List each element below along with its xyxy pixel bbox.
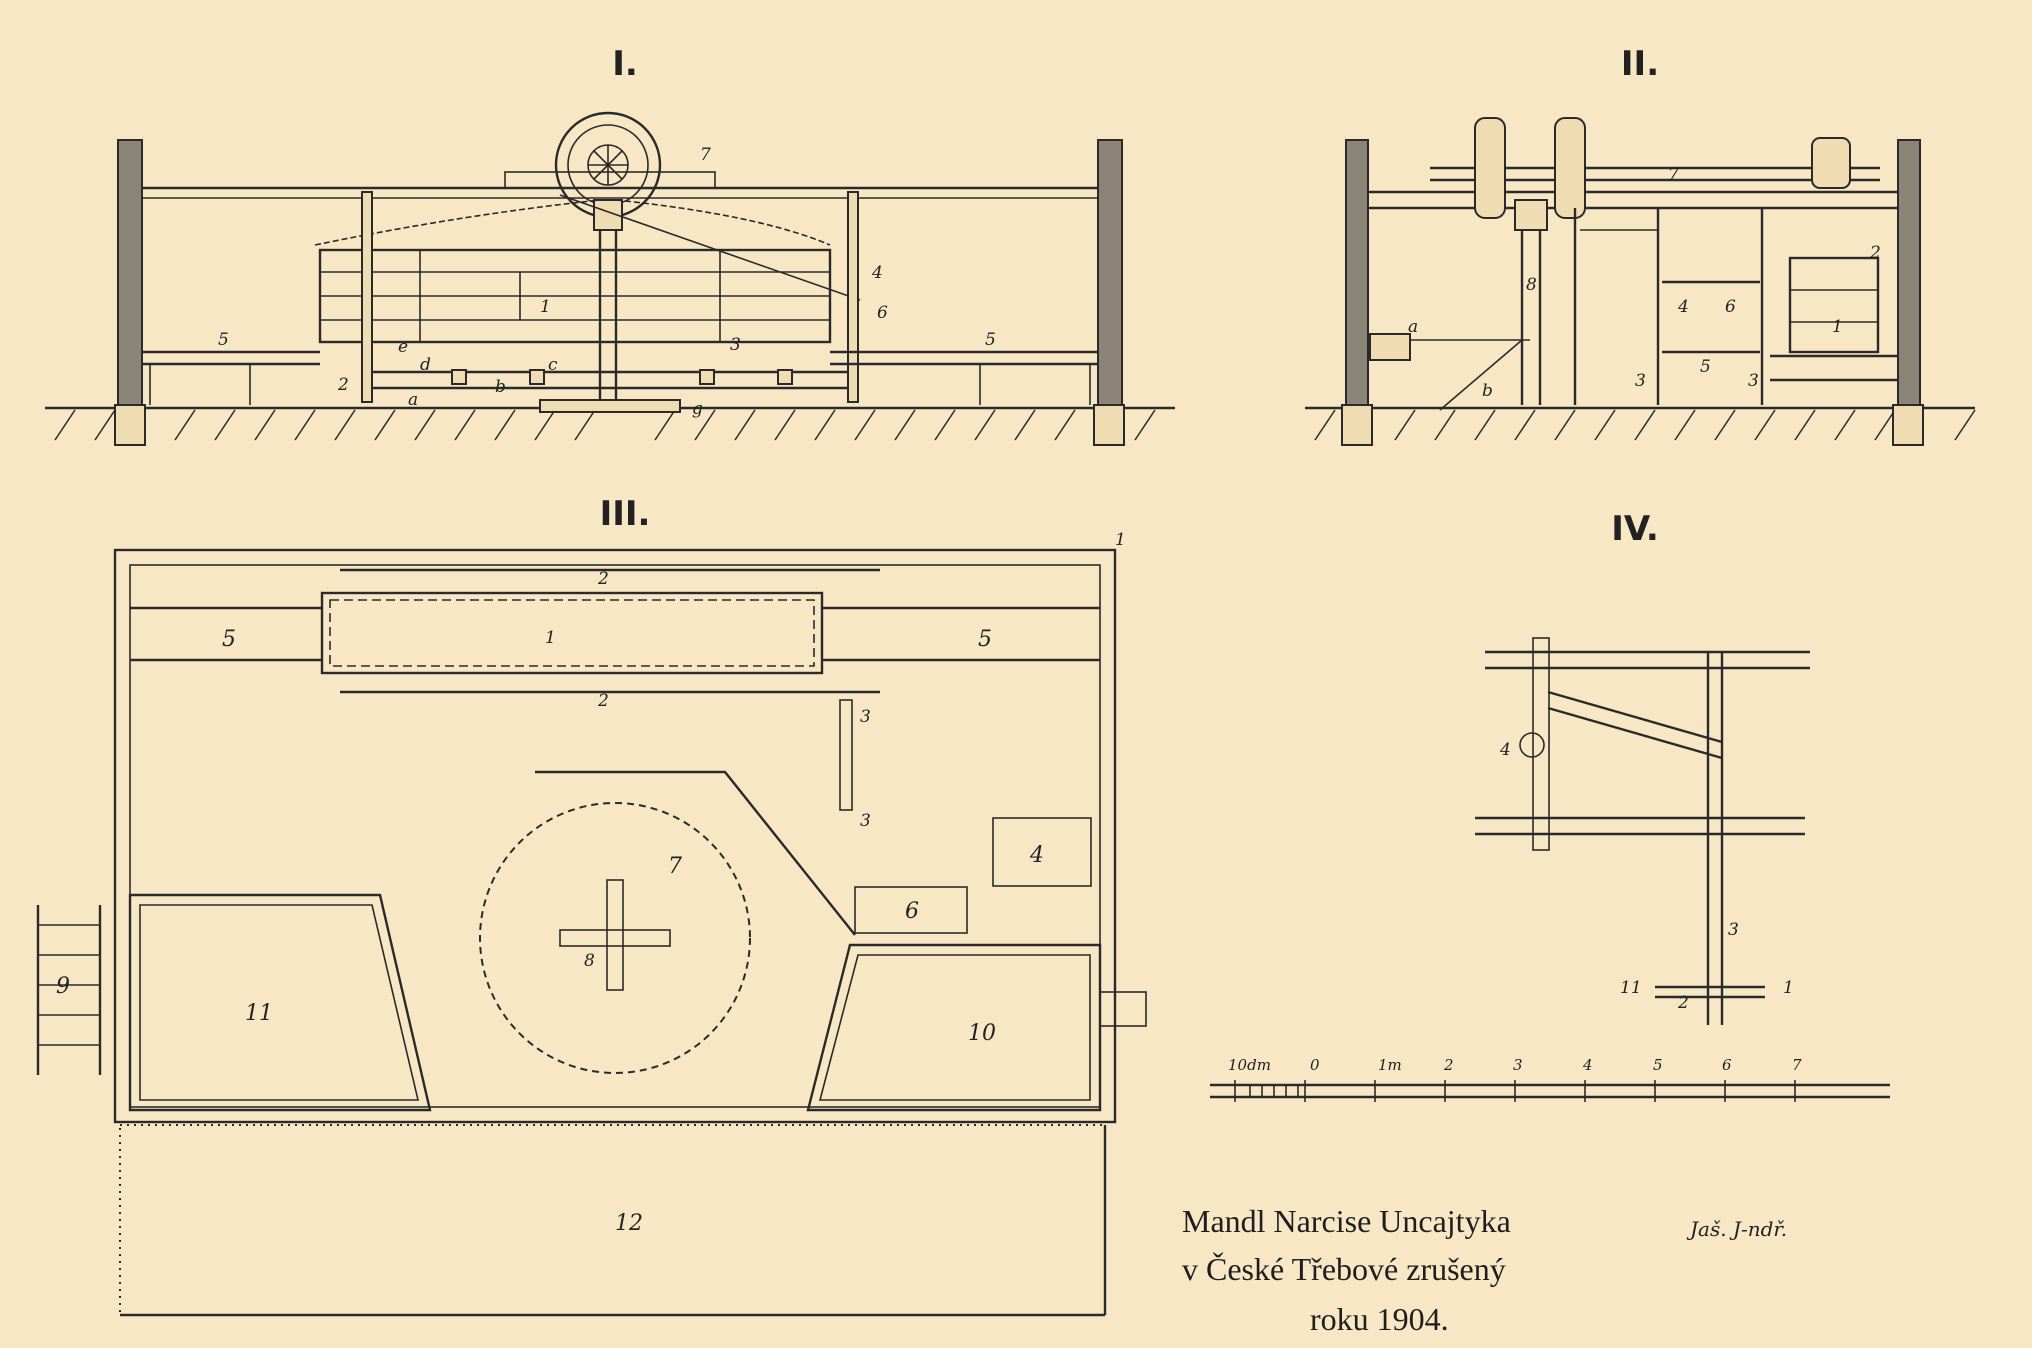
scale-label-1m: 1m <box>1378 1056 1402 1074</box>
ladder-9 <box>36 905 102 1075</box>
view-2-section: II. <box>1305 44 1976 446</box>
stone-box-plan <box>320 591 824 675</box>
svg-text:d: d <box>420 355 431 375</box>
svg-text:10: 10 <box>968 1021 996 1046</box>
view-1-labels: 1 2 3 4 5 5 6 7 a b c d e g <box>218 145 996 419</box>
svg-text:7: 7 <box>1668 165 1679 185</box>
svg-text:a: a <box>1408 317 1418 337</box>
svg-text:5: 5 <box>222 627 236 652</box>
view-2-labels: 1 2 3 3 4 5 6 7 8 a b <box>1408 165 1881 401</box>
horse-track <box>479 802 751 1074</box>
svg-text:11: 11 <box>1620 978 1642 998</box>
svg-text:4: 4 <box>1499 740 1511 760</box>
svg-text:5: 5 <box>1700 357 1711 377</box>
view-2-numeral: II. <box>1621 44 1659 84</box>
caption-line-1: Mandl Narcise Uncajtyka <box>1182 1203 1511 1239</box>
svg-text:3: 3 <box>860 707 871 727</box>
scale-label-10dm: 10dm <box>1228 1056 1271 1074</box>
right-stone-wall <box>1097 139 1123 409</box>
svg-text:5: 5 <box>218 330 229 350</box>
scale-bar: 10dm 0 1m 2 3 4 5 6 7 <box>1210 1056 1890 1102</box>
svg-text:1: 1 <box>540 297 551 317</box>
scale-label-4: 4 <box>1582 1056 1593 1074</box>
svg-text:1: 1 <box>1783 978 1794 998</box>
svg-text:2: 2 <box>597 691 609 711</box>
scale-label-3: 3 <box>1513 1056 1523 1074</box>
outer-wall <box>113 548 1117 1124</box>
view-4-numeral: IV. <box>1611 509 1659 549</box>
svg-text:3: 3 <box>1748 371 1759 391</box>
scale-label-7: 7 <box>1792 1056 1802 1074</box>
svg-text:6: 6 <box>905 899 919 924</box>
svg-text:e: e <box>398 337 408 357</box>
room-11 <box>128 893 432 1112</box>
svg-text:c: c <box>548 355 558 375</box>
view-4-labels: 1 2 3 4 11 <box>1499 740 1794 1013</box>
svg-text:4: 4 <box>1029 843 1044 868</box>
annex-outline <box>119 1124 1106 1316</box>
view-1-section: I. <box>45 44 1175 446</box>
svg-text:5: 5 <box>985 330 996 350</box>
view-1-numeral: I. <box>612 44 638 84</box>
scale-label-6: 6 <box>1722 1056 1732 1074</box>
svg-text:2: 2 <box>337 375 349 395</box>
svg-text:1: 1 <box>545 628 556 648</box>
svg-text:a: a <box>408 390 418 410</box>
caption-line-2: v České Třebové zrušený <box>1182 1251 1506 1287</box>
svg-text:4: 4 <box>1677 297 1689 317</box>
svg-text:1: 1 <box>1115 530 1126 550</box>
svg-text:3: 3 <box>1635 371 1646 391</box>
svg-text:2: 2 <box>1677 993 1689 1013</box>
view-4-detail: IV. 1 2 3 4 11 <box>1475 509 1810 1025</box>
svg-text:3: 3 <box>730 335 741 355</box>
svg-text:11: 11 <box>245 1001 273 1026</box>
svg-text:3: 3 <box>860 811 871 831</box>
caption: Mandl Narcise Uncajtyka v České Třebové … <box>1182 1203 1511 1337</box>
ground-hatching-2 <box>1314 409 1976 441</box>
svg-text:b: b <box>1482 381 1493 401</box>
svg-text:2: 2 <box>1869 243 1881 263</box>
author-signature: Jaš. J-ndř. <box>1686 1217 1787 1241</box>
svg-text:3: 3 <box>1728 920 1739 940</box>
svg-text:1: 1 <box>1832 317 1843 337</box>
svg-text:8: 8 <box>584 951 595 971</box>
view-3-labels: 1 1 2 2 3 3 4 5 5 6 7 8 9 10 11 12 <box>56 530 1126 1236</box>
svg-text:8: 8 <box>1526 275 1537 295</box>
left-stone-wall <box>117 139 143 409</box>
svg-text:7: 7 <box>700 145 711 165</box>
view-3-numeral: III. <box>600 494 651 534</box>
ground-hatching-1 <box>54 409 1156 441</box>
room-10 <box>806 943 1102 1112</box>
svg-text:4: 4 <box>871 263 883 283</box>
scale-label-5: 5 <box>1653 1056 1663 1074</box>
stone-box-end <box>1788 256 1880 354</box>
svg-text:b: b <box>495 377 506 397</box>
scale-label-0: 0 <box>1310 1056 1320 1074</box>
caption-line-3: roku 1904. <box>1310 1301 1449 1337</box>
view-3-plan: III. <box>36 494 1147 1317</box>
svg-text:7: 7 <box>668 854 682 879</box>
svg-text:2: 2 <box>597 569 609 589</box>
svg-text:9: 9 <box>56 974 70 999</box>
svg-text:6: 6 <box>1725 297 1736 317</box>
svg-text:g: g <box>692 399 703 419</box>
svg-text:12: 12 <box>615 1211 643 1236</box>
svg-text:5: 5 <box>978 627 992 652</box>
svg-text:6: 6 <box>877 303 888 323</box>
scale-label-2: 2 <box>1443 1056 1454 1074</box>
